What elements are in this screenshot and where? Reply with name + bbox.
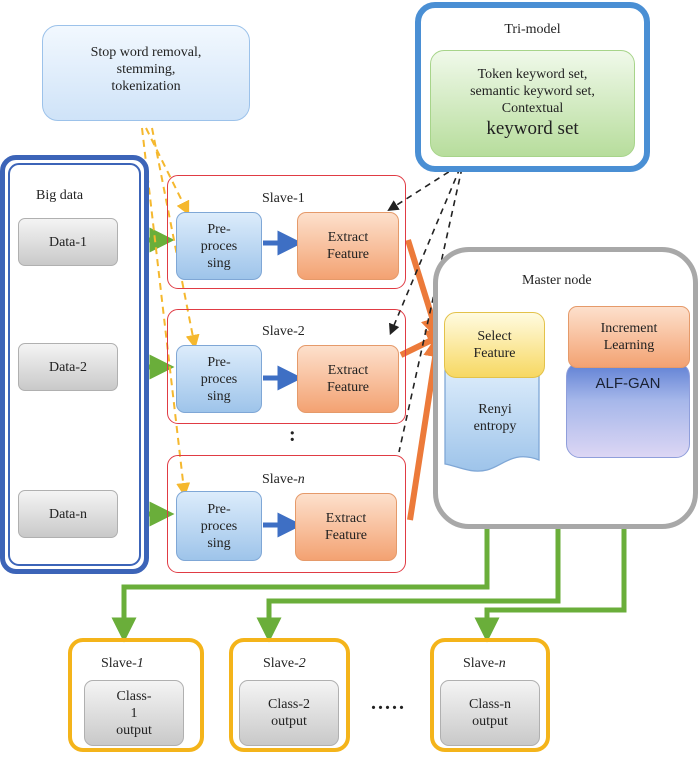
data-n-box: Data-n bbox=[18, 490, 118, 538]
data-n-label: Data-n bbox=[48, 506, 88, 522]
class-2-output-box: Class-2 output bbox=[239, 680, 339, 746]
renyi-line: Renyi bbox=[478, 402, 512, 417]
data-2-label: Data-2 bbox=[48, 359, 88, 375]
slave-1-extract-line: Extract bbox=[327, 230, 369, 245]
arrow-slaven-to-master bbox=[407, 333, 448, 521]
dashed-tri-down bbox=[398, 167, 463, 453]
dashed-note-to-pre2 bbox=[151, 127, 200, 349]
slave-n-pre-line: Pre- bbox=[207, 501, 231, 517]
output-slave-n-title: Slave-n bbox=[463, 656, 506, 671]
data-1-label: Data-1 bbox=[48, 234, 88, 250]
renyi-line: entropy bbox=[473, 419, 517, 434]
slave-2-preprocessing: Pre- proces sing bbox=[176, 345, 262, 413]
preprocessing-note-line-3: tokenization bbox=[111, 78, 181, 94]
output-slave-n-panel bbox=[430, 638, 550, 752]
slave-2-pre-line: Pre- bbox=[207, 354, 231, 370]
dashed-tri-to-slave2 bbox=[389, 167, 461, 336]
preprocessing-note-line-2: stemming, bbox=[116, 61, 176, 77]
class-n-output-box: Class-n output bbox=[440, 680, 540, 746]
slave-2-panel bbox=[167, 309, 406, 424]
output-gap-dots: ..... bbox=[371, 692, 406, 714]
tri-model-line-1: Token keyword set, bbox=[477, 67, 588, 82]
class-n-output-line: Class-n bbox=[469, 697, 511, 712]
preprocessing-note: Stop word removal, stemming, tokenizatio… bbox=[42, 25, 250, 121]
dashed-note-to-pren bbox=[141, 127, 191, 497]
arrow-master-to-output1 bbox=[111, 527, 490, 643]
select-feature-box: Select Feature bbox=[444, 312, 545, 378]
tri-model-line-2: semantic keyword set, bbox=[470, 84, 595, 99]
slave-n-extract-feature: Extract Feature bbox=[295, 493, 397, 561]
slave-1-pre-line: sing bbox=[207, 255, 231, 271]
select-feature-line: Feature bbox=[473, 346, 516, 361]
class-1-output-line: Class- bbox=[116, 688, 152, 704]
preprocessing-note-line-1: Stop word removal, bbox=[90, 44, 202, 60]
renyi-entropy-label: Renyi entropy bbox=[450, 398, 540, 438]
slave-2-pre-line: proces bbox=[200, 371, 238, 387]
slave-2-pre-line: sing bbox=[207, 388, 231, 404]
slave-1-title: Slave-1 bbox=[262, 191, 305, 206]
slave-n-title: Slave-n bbox=[262, 472, 305, 487]
select-feature-line: Select bbox=[477, 329, 512, 344]
slave-n-pre-line: sing bbox=[207, 535, 231, 551]
arrow-slave1-to-master bbox=[405, 239, 444, 342]
slave-gap-dots: : bbox=[289, 424, 296, 446]
renyi-entropy-shape bbox=[444, 369, 540, 472]
slave-2-extract-feature: Extract Feature bbox=[297, 345, 399, 413]
slave-n-preprocessing: Pre- proces sing bbox=[176, 491, 262, 561]
class-1-output-line: 1 bbox=[130, 705, 138, 721]
slave-n-pre-line: proces bbox=[200, 518, 238, 534]
class-2-output-line: Class-2 bbox=[268, 697, 310, 712]
arrow-master-to-outputn bbox=[474, 527, 627, 643]
slave-n-extract-line: Feature bbox=[325, 528, 367, 543]
data-2-box: Data-2 bbox=[18, 343, 118, 391]
class-2-output-line: output bbox=[271, 714, 307, 729]
dashed-note-to-pre1 bbox=[145, 127, 190, 216]
class-n-output-line: output bbox=[472, 714, 508, 729]
slave-1-pre-line: Pre- bbox=[207, 221, 231, 237]
slave-n-panel bbox=[167, 455, 406, 573]
increment-learning-line: Learning bbox=[603, 338, 655, 353]
slave-2-extract-line: Feature bbox=[327, 380, 369, 395]
output-slave-1-title: Slave-1 bbox=[101, 656, 144, 671]
slave-n-extract-line: Extract bbox=[325, 511, 367, 526]
tri-model-title: Tri-model bbox=[504, 22, 561, 37]
increment-learning-line: Increment bbox=[600, 321, 658, 336]
slave-1-extract-feature: Extract Feature bbox=[297, 212, 399, 280]
slave-1-pre-line: proces bbox=[200, 238, 238, 254]
master-node-title: Master node bbox=[522, 273, 592, 288]
output-slave-2-title: Slave-2 bbox=[263, 656, 306, 671]
slave-1-extract-line: Feature bbox=[327, 247, 369, 262]
class-1-output-box: Class- 1 output bbox=[84, 680, 184, 746]
dashed-tri-to-slave1 bbox=[387, 165, 459, 212]
slave-1-panel bbox=[167, 175, 406, 289]
tri-model-line-4: keyword set bbox=[486, 118, 579, 139]
slave-2-extract-line: Extract bbox=[327, 363, 369, 378]
output-slave-1-panel bbox=[68, 638, 204, 752]
slave-1-preprocessing: Pre- proces sing bbox=[176, 212, 262, 280]
alf-gan-box: ALF-GAN bbox=[566, 362, 690, 458]
data-1-box: Data-1 bbox=[18, 218, 118, 266]
arrow-master-to-output2 bbox=[256, 527, 561, 643]
tri-model-line-3: Contextual bbox=[501, 101, 564, 116]
tri-model-panel: Tri-model Token keyword set, semantic ke… bbox=[415, 2, 650, 172]
big-data-title: Big data bbox=[36, 188, 84, 203]
tri-model-content: Token keyword set, semantic keyword set,… bbox=[430, 50, 635, 157]
alf-gan-label: ALF-GAN bbox=[595, 375, 661, 392]
output-slave-2-panel bbox=[229, 638, 350, 752]
class-1-output-line: output bbox=[116, 722, 152, 738]
increment-learning-box: Increment Learning bbox=[568, 306, 690, 368]
slave-2-title: Slave-2 bbox=[262, 324, 305, 339]
